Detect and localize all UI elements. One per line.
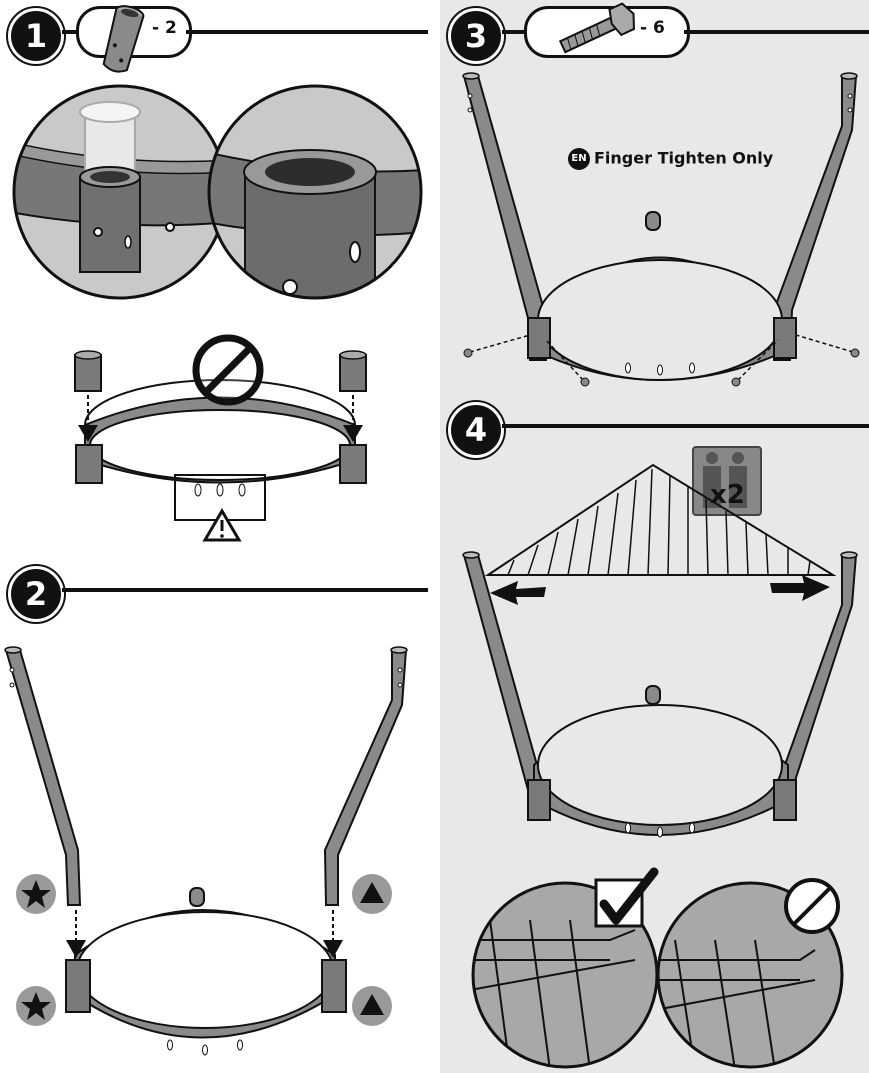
step-3-quantity: - 6: [640, 18, 665, 38]
step-1-rule-right: [186, 30, 428, 34]
step-3-badge: 3: [448, 8, 504, 64]
step-1-badge: 1: [8, 8, 64, 64]
prohibited-icon: [188, 334, 268, 414]
star-icon: [14, 872, 58, 916]
triangle-icon: [350, 984, 394, 1028]
checkmark-icon: [592, 868, 662, 938]
step-3-rule-left: [502, 30, 526, 34]
step-1-quantity: - 2: [152, 18, 177, 38]
step-2-badge: 2: [8, 566, 64, 622]
step-4-ring-illustration: [448, 680, 868, 880]
sleeve-icon: [92, 2, 152, 82]
warning-icon: [202, 508, 242, 544]
prohibited-icon: [782, 876, 842, 936]
bolt-icon: [540, 4, 640, 64]
triangle-icon: [350, 872, 394, 916]
step-4-rule: [502, 424, 869, 428]
step-4-badge: 4: [448, 402, 504, 458]
step-3-rule-right: [684, 30, 869, 34]
step-2-rule: [62, 588, 428, 592]
step-3-frame-illustration: [448, 70, 868, 400]
star-icon: [14, 984, 58, 1028]
step-1-detail-illustration: [10, 82, 430, 302]
